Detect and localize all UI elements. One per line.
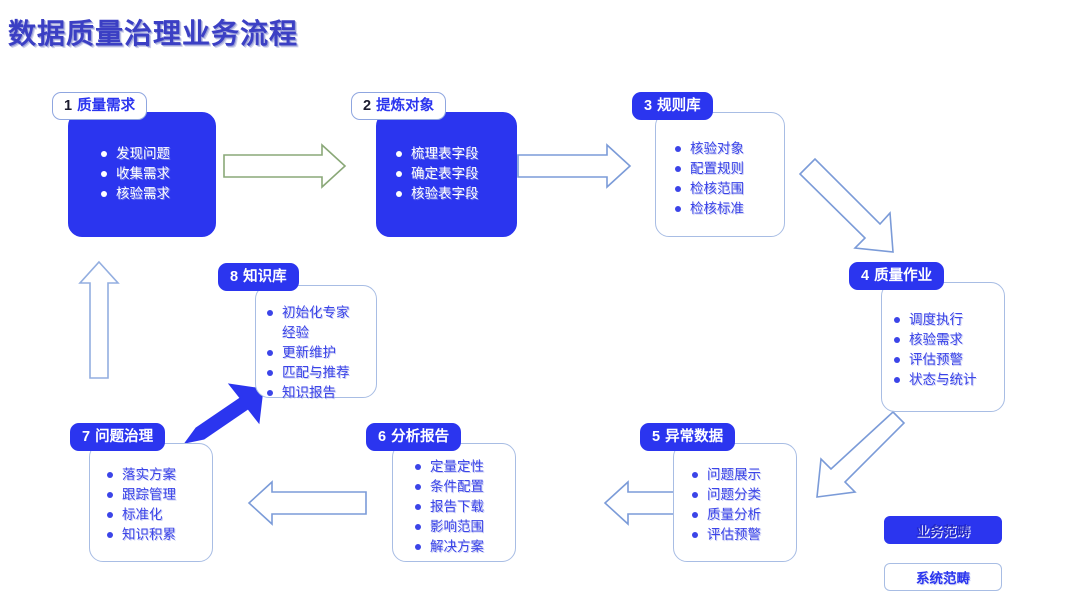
list-item: 收集需求 xyxy=(100,164,170,184)
list-item: 核验需求 xyxy=(893,330,977,350)
list-item: 质量分析 xyxy=(691,505,761,525)
node-step1-title: 质量需求 xyxy=(77,97,136,114)
list-item: 影响范围 xyxy=(414,517,484,537)
list-item: 核验需求 xyxy=(100,184,170,204)
list-item: 评估预警 xyxy=(893,350,977,370)
node-step1-items: 发现问题 收集需求 核验需求 xyxy=(100,144,170,204)
node-step4-body xyxy=(881,282,1005,412)
list-item: 报告下载 xyxy=(414,497,484,517)
node-step6-number: 6 xyxy=(378,428,387,445)
node-step5-number: 5 xyxy=(652,428,661,445)
node-step7-items: 落实方案 跟踪管理 标准化 知识积累 xyxy=(106,465,176,545)
list-item: 匹配与推荐 xyxy=(266,363,350,383)
node-step6-items: 定量定性 条件配置 报告下载 影响范围 解决方案 xyxy=(414,457,484,557)
arrow-7-to-8 xyxy=(183,383,264,444)
list-item: 问题展示 xyxy=(691,465,761,485)
node-step4[interactable]: 4 质量作业 调度执行 核验需求 评估预警 状态与统计 xyxy=(849,262,1005,412)
node-step7-label[interactable]: 7 问题治理 xyxy=(70,423,166,451)
arrow-8-to-1 xyxy=(78,260,120,379)
node-step8-label[interactable]: 8 知识库 xyxy=(218,263,299,291)
node-step7-title: 问题治理 xyxy=(95,428,154,445)
node-step7-number: 7 xyxy=(82,428,91,445)
list-item: 状态与统计 xyxy=(893,370,977,390)
list-item: 调度执行 xyxy=(893,310,977,330)
arrow-2-to-3 xyxy=(517,143,632,189)
list-item: 落实方案 xyxy=(106,465,176,485)
node-step3-number: 3 xyxy=(644,97,653,114)
node-step3-body xyxy=(655,112,785,237)
node-step7-body xyxy=(89,443,213,562)
legend-system-label: 系统范畴 xyxy=(916,571,970,586)
node-step6-body xyxy=(392,443,516,562)
list-item: 更新维护 xyxy=(266,343,350,363)
node-step5-body xyxy=(673,443,797,562)
list-item: 检核范围 xyxy=(674,179,744,199)
node-step2-title: 提炼对象 xyxy=(376,97,435,114)
list-item: 检核标准 xyxy=(674,199,744,219)
node-step2-items: 梳理表字段 确定表字段 核验表字段 xyxy=(395,144,479,204)
legend-business-scope: 业务范畴 xyxy=(884,516,1002,544)
legend-business-label: 业务范畴 xyxy=(916,524,970,539)
list-item-continuation: 经验 xyxy=(282,325,309,340)
list-item: 问题分类 xyxy=(691,485,761,505)
list-item: 确定表字段 xyxy=(395,164,479,184)
node-step1-body xyxy=(68,112,216,237)
list-item: 定量定性 xyxy=(414,457,484,477)
node-step8-items: 初始化专家 经验 更新维护 匹配与推荐 知识报告 xyxy=(266,303,350,403)
node-step1[interactable]: 1 质量需求 发现问题 收集需求 核验需求 xyxy=(52,92,216,237)
node-step1-number: 1 xyxy=(64,97,73,114)
page-title: 数据质量治理业务流程 xyxy=(8,18,299,49)
node-step2[interactable]: 2 提炼对象 梳理表字段 确定表字段 核验表字段 xyxy=(351,92,517,237)
node-step8-number: 8 xyxy=(230,268,239,285)
node-step3-items: 核验对象 配置规则 检核范围 检核标准 xyxy=(674,139,744,219)
list-item: 配置规则 xyxy=(674,159,744,179)
node-step5-items: 问题展示 问题分类 质量分析 评估预警 xyxy=(691,465,761,545)
node-step1-label[interactable]: 1 质量需求 xyxy=(52,92,148,120)
node-step5-title: 异常数据 xyxy=(665,428,724,445)
arrow-4-to-5 xyxy=(816,410,906,498)
arrow-1-to-2 xyxy=(223,143,347,189)
node-step4-number: 4 xyxy=(861,267,870,284)
node-step4-items: 调度执行 核验需求 评估预警 状态与统计 xyxy=(893,310,977,390)
list-item: 初始化专家 xyxy=(266,303,350,323)
list-item: 发现问题 xyxy=(100,144,170,164)
node-step8-title: 知识库 xyxy=(243,268,287,285)
list-item: 评估预警 xyxy=(691,525,761,545)
node-step2-label[interactable]: 2 提炼对象 xyxy=(351,92,447,120)
node-step6-title: 分析报告 xyxy=(391,428,450,445)
list-item: 解决方案 xyxy=(414,537,484,557)
node-step3-label[interactable]: 3 规则库 xyxy=(632,92,713,120)
node-step2-number: 2 xyxy=(363,97,372,114)
node-step6[interactable]: 6 分析报告 定量定性 条件配置 报告下载 影响范围 解决方案 xyxy=(366,423,516,562)
list-item: 核验对象 xyxy=(674,139,744,159)
node-step3-title: 规则库 xyxy=(657,97,701,114)
list-item: 条件配置 xyxy=(414,477,484,497)
node-step4-title: 质量作业 xyxy=(874,267,933,284)
list-item: 核验表字段 xyxy=(395,184,479,204)
list-item: 知识积累 xyxy=(106,525,176,545)
arrow-3-to-4 xyxy=(798,157,894,253)
arrow-6-to-7 xyxy=(247,480,367,526)
node-step8-body xyxy=(255,285,377,398)
node-step5[interactable]: 5 异常数据 问题展示 问题分类 质量分析 评估预警 xyxy=(640,423,797,562)
node-step5-label[interactable]: 5 异常数据 xyxy=(640,423,736,451)
list-item: 标准化 xyxy=(106,505,176,525)
legend-system-scope: 系统范畴 xyxy=(884,563,1002,591)
node-step3[interactable]: 3 规则库 核验对象 配置规则 检核范围 检核标准 xyxy=(632,92,785,237)
node-step7[interactable]: 7 问题治理 落实方案 跟踪管理 标准化 知识积累 xyxy=(70,423,213,562)
list-item: 知识报告 xyxy=(266,383,350,403)
list-item: 跟踪管理 xyxy=(106,485,176,505)
node-step8[interactable]: 8 知识库 初始化专家 经验 更新维护 匹配与推荐 知识报告 xyxy=(218,263,377,400)
list-item: 梳理表字段 xyxy=(395,144,479,164)
node-step4-label[interactable]: 4 质量作业 xyxy=(849,262,945,290)
node-step6-label[interactable]: 6 分析报告 xyxy=(366,423,462,451)
